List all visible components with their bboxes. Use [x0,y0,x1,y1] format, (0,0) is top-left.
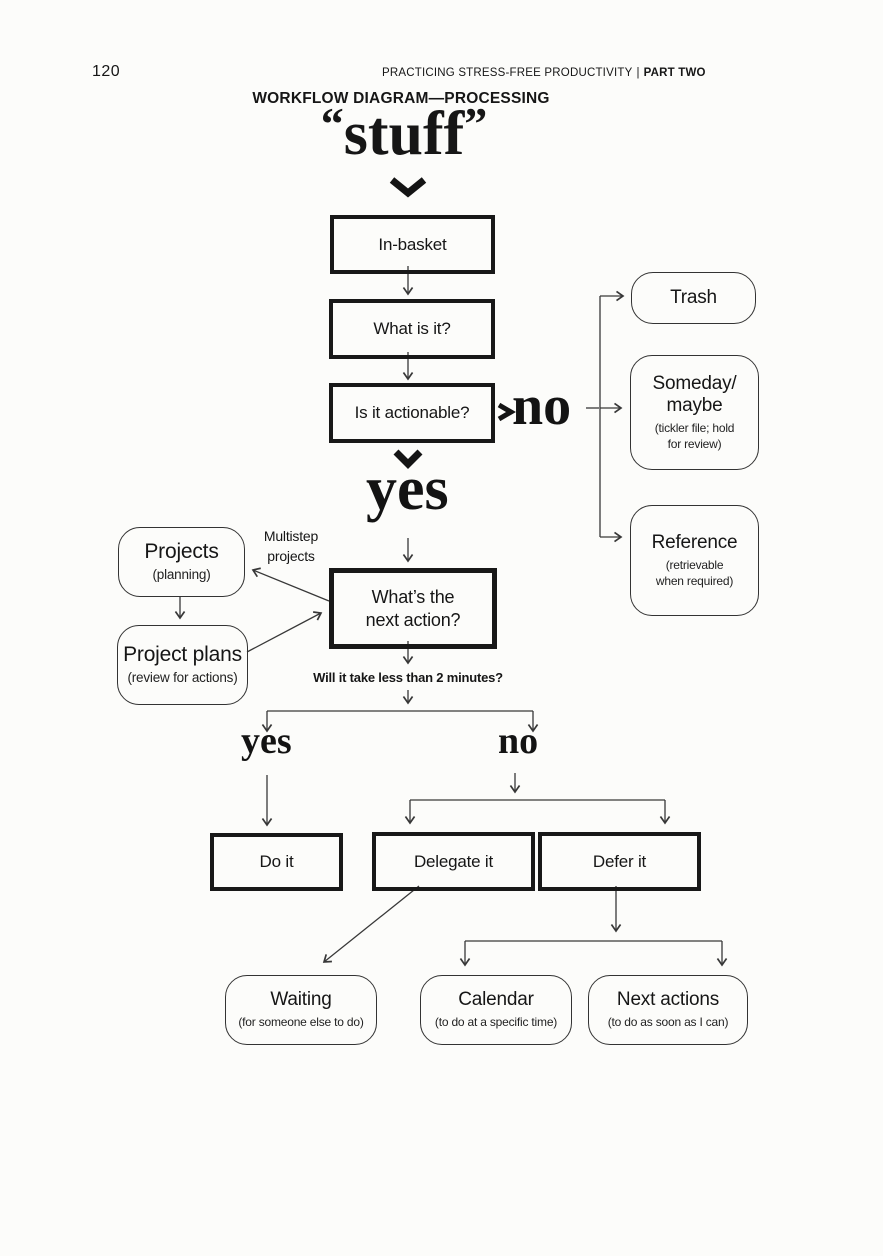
node-label: What’s the next action? [365,587,461,630]
open-quote-icon: “ [320,98,344,149]
node-label: Do it [259,852,294,872]
node-label: Defer it [592,851,647,871]
node-sublabel: (to do at a specific time) [434,1015,558,1030]
node-label: Project plans [123,642,242,666]
stuff-word: stuff [343,100,465,168]
node-label: Someday/ maybe [652,372,737,416]
node-sublabel: (tickler file; hold for review) [654,420,735,451]
node-label: Projects [144,539,219,563]
node-projects: Projects (planning) [118,527,245,597]
stuff-label: “stuff” [321,100,488,168]
node-what-is-it: What is it? [329,299,495,359]
node-someday-maybe: Someday/ maybe (tickler file; hold for r… [630,355,759,470]
node-delegate-it: Delegate it [372,832,535,891]
branch-label-no-2min: no [498,720,539,762]
node-sublabel: (review for actions) [127,669,238,685]
page-number: 120 [92,63,121,80]
node-do-it: Do it [210,833,343,891]
node-label: Waiting [270,989,332,1011]
node-whats-next-action: What’s the next action? [329,568,497,649]
node-calendar: Calendar (to do at a specific time) [420,975,572,1045]
multistep-projects-label: Multistep projects [263,528,319,564]
chevron-right-icon [497,402,516,422]
two-minutes-question: Will it take less than 2 minutes? [313,670,503,685]
node-sublabel: (to do as soon as I can) [607,1015,729,1030]
node-label: In-basket [378,234,447,254]
node-label: Next actions [616,989,720,1011]
branch-label-no: no [512,375,572,437]
node-waiting: Waiting (for someone else to do) [225,975,377,1045]
close-quote-icon: ” [464,98,488,149]
node-sublabel: (planning) [152,566,211,582]
branch-label-yes: yes [366,455,449,523]
node-reference: Reference (retrievable when required) [630,505,759,616]
node-defer-it: Defer it [538,832,701,891]
diagram-title: WORKFLOW DIAGRAM—PROCESSING [252,90,550,107]
running-header-separator: | [636,67,640,79]
node-label: Delegate it [413,851,494,871]
node-in-basket: In-basket [330,215,495,274]
running-header: PRACTICING STRESS-FREE PRODUCTIVITY|PART… [382,67,706,79]
node-label: Trash [670,287,717,309]
node-next-actions: Next actions (to do as soon as I can) [588,975,748,1045]
chevron-down-icon [389,177,427,198]
node-is-it-actionable: Is it actionable? [329,383,495,443]
running-header-part: PART TWO [643,67,706,79]
node-label: Calendar [458,989,534,1011]
node-sublabel: (retrievable when required) [655,557,734,588]
node-project-plans: Project plans (review for actions) [117,625,248,705]
node-label: What is it? [373,319,451,339]
node-label: Is it actionable? [354,403,470,423]
running-header-text: PRACTICING STRESS-FREE PRODUCTIVITY [382,67,633,79]
node-sublabel: (for someone else to do) [238,1015,364,1030]
node-label: Reference [651,531,738,553]
node-trash: Trash [631,272,756,324]
branch-label-yes-2min: yes [241,720,292,762]
